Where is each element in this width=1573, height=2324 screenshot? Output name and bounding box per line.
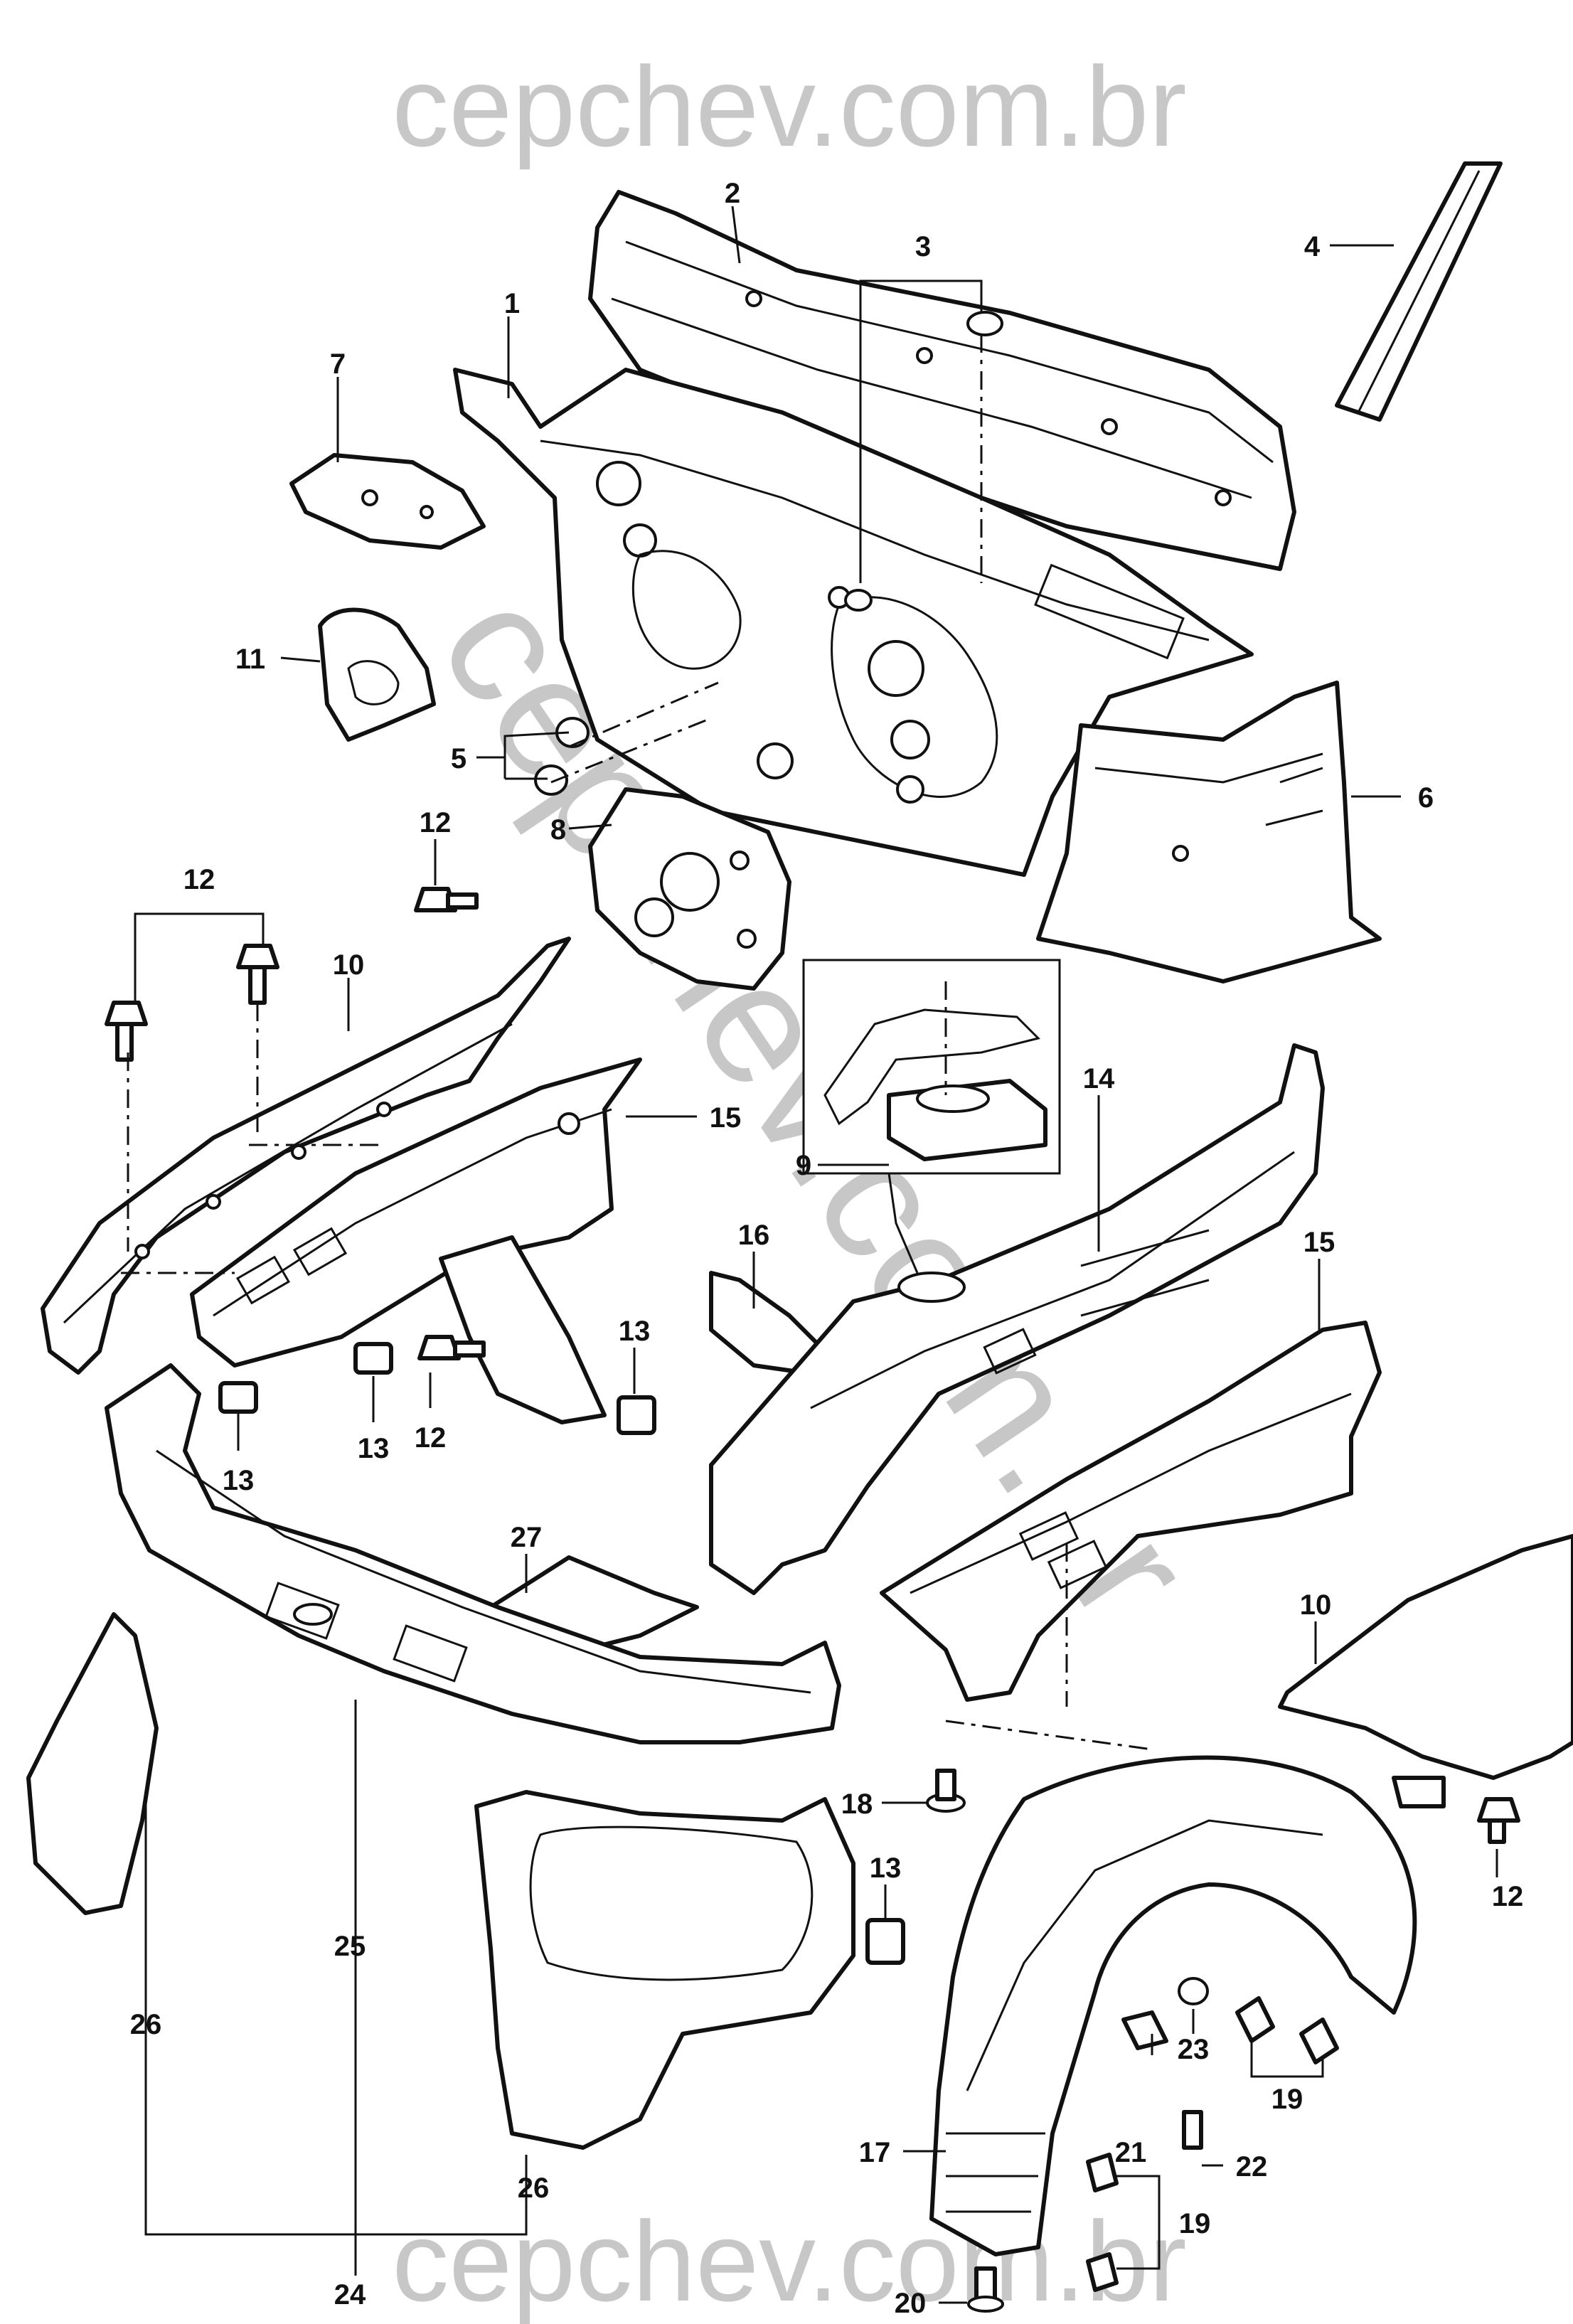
- callout-26b: 26: [518, 2173, 550, 2204]
- callout-4: 4: [1304, 231, 1321, 262]
- hinge-pillar-icon: [1036, 681, 1382, 984]
- callout-21: 21: [1115, 2137, 1147, 2168]
- apron-icon: [190, 1057, 642, 1368]
- callout-13c: 13: [619, 1316, 651, 1347]
- fender-right-icon: [1278, 1534, 1573, 1808]
- bracket-icon: [289, 453, 486, 550]
- callout-26a: 26: [130, 2009, 162, 2040]
- callout-labels: 1 2 3 4 5 6 7 8 9 10 11 12 12 12 12 13 1…: [130, 178, 1524, 2319]
- callout-18: 18: [841, 1789, 873, 1820]
- alignment-lines: [121, 334, 1153, 1751]
- callout-6: 6: [1418, 782, 1434, 814]
- callout-24: 24: [334, 2279, 366, 2310]
- callout-13d: 13: [870, 1853, 902, 1884]
- watermark-top: cepchev.com.br: [392, 43, 1187, 170]
- weatherstrip-icon: [1335, 161, 1503, 422]
- callout-13b: 13: [223, 1465, 255, 1496]
- callout-23: 23: [1178, 2034, 1210, 2065]
- clip-nut-icon: [218, 1342, 905, 1965]
- plug-icon: [844, 311, 1003, 612]
- watermark-bottom: cepchev.com.br: [392, 2197, 1187, 2324]
- callout-10: 10: [333, 949, 365, 981]
- lower-shield-icon: [474, 1790, 855, 2150]
- callout-14: 14: [1083, 1063, 1115, 1094]
- callout-19b: 19: [1179, 2208, 1211, 2239]
- strut-tower-icon: [802, 959, 1061, 1175]
- callout-15a: 15: [710, 1102, 742, 1134]
- dash-panel-icon: [453, 368, 1254, 877]
- apron-right-icon: [880, 1321, 1382, 1702]
- callout-16: 16: [738, 1220, 770, 1251]
- bolt-icon: [105, 887, 1520, 2313]
- callout-27: 27: [511, 1522, 543, 1553]
- strut-support-icon: [439, 1235, 607, 1424]
- callout-1: 1: [504, 288, 520, 319]
- plate-icon: [588, 787, 791, 991]
- callout-12d: 12: [1492, 1881, 1524, 1912]
- fender-rail-icon: [41, 937, 571, 1375]
- callout-12c: 12: [415, 1422, 447, 1454]
- callout-7: 7: [330, 348, 346, 380]
- grommet-icon: [534, 717, 590, 796]
- callout-20: 20: [895, 2288, 927, 2319]
- callout-13a: 13: [358, 1433, 390, 1464]
- callout-11: 11: [235, 644, 265, 675]
- callout-19a: 19: [1271, 2084, 1303, 2115]
- front-rail-icon: [709, 1043, 1325, 1595]
- radiator-support-icon: [105, 1363, 841, 1744]
- callout-3: 3: [915, 231, 931, 262]
- callout-2: 2: [725, 178, 740, 209]
- callout-5: 5: [451, 743, 466, 774]
- cover-icon: [318, 607, 436, 742]
- cowl-panel-icon: [588, 190, 1296, 571]
- callout-25: 25: [334, 1931, 366, 1962]
- callout-15b: 15: [1303, 1227, 1335, 1258]
- callout-8: 8: [550, 814, 566, 846]
- callout-12a: 12: [420, 807, 452, 838]
- push-clip-icon: [1086, 1977, 1339, 2292]
- side-baffle-icon: [26, 1612, 159, 1915]
- callout-10b: 10: [1300, 1589, 1332, 1621]
- callout-12b: 12: [183, 864, 215, 895]
- callout-9: 9: [796, 1150, 811, 1181]
- leader-lines: [134, 206, 1498, 2304]
- callout-17: 17: [859, 2137, 891, 2168]
- wheelhouse-liner-icon: [929, 1755, 1417, 2256]
- callout-22: 22: [1236, 2151, 1268, 2182]
